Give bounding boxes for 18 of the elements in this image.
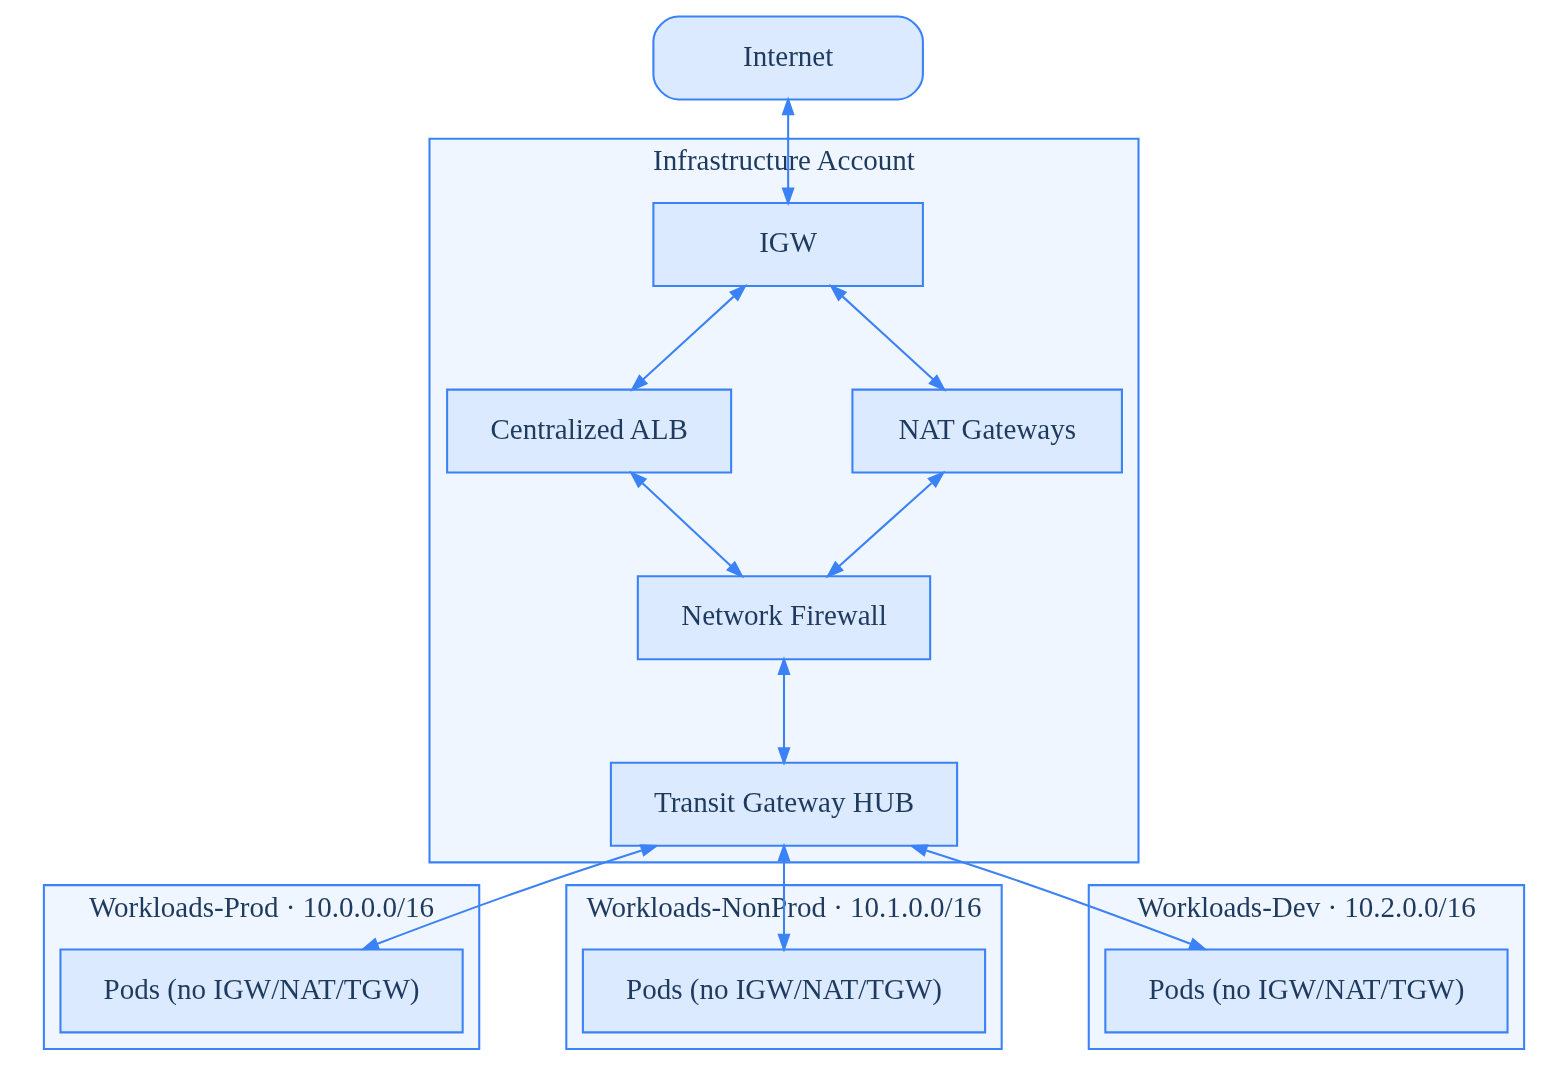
node-box: Pods (no IGW/NAT/TGW) <box>581 948 987 1034</box>
arrow <box>777 842 791 953</box>
arrow <box>825 470 946 579</box>
arrow <box>908 844 1208 951</box>
node-box: Internet <box>652 15 924 101</box>
node-box: NAT Gateways <box>851 388 1123 474</box>
arrow <box>781 96 795 207</box>
node-box: Transit Gateway HUB <box>609 761 959 847</box>
node-box: Pods (no IGW/NAT/TGW) <box>59 948 464 1034</box>
arrow <box>360 844 660 951</box>
node-box: Pods (no IGW/NAT/TGW) <box>1104 948 1509 1034</box>
arrow <box>829 284 947 392</box>
node-box: Network Firewall <box>636 575 932 661</box>
arrow <box>629 284 748 392</box>
arrow <box>777 656 791 766</box>
arrow <box>629 470 745 579</box>
node-box: Centralized ALB <box>446 388 733 474</box>
node-box: IGW <box>652 202 924 288</box>
